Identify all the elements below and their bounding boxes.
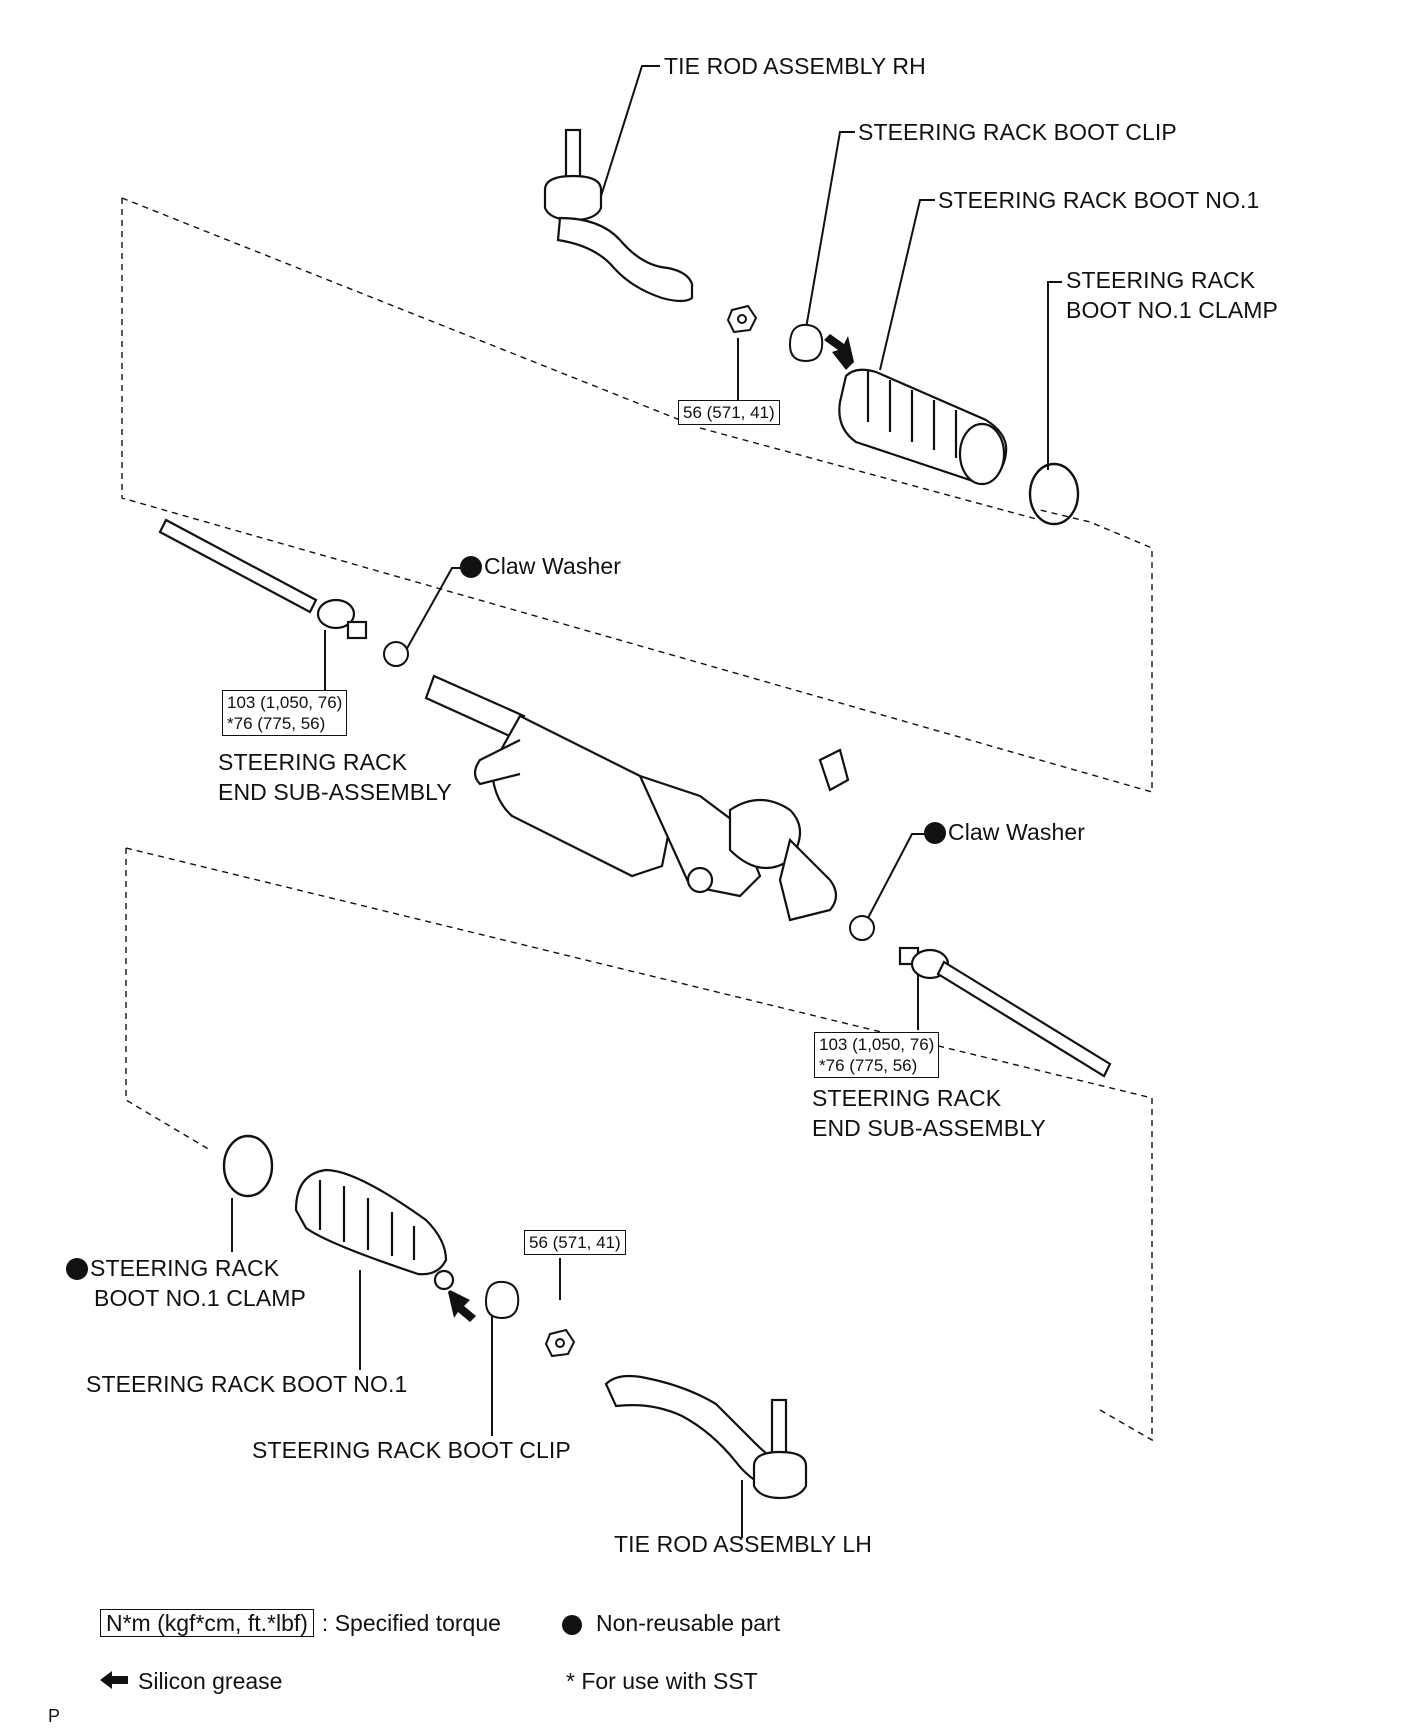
nut-top-icon [726,304,758,334]
label-boot-clamp-bottom-1: STEERING RACK [66,1254,279,1283]
tie-rod-rh-icon [543,128,694,303]
torque-rack-end-right-line2: *76 (775, 56) [819,1056,918,1075]
label-boot-clamp-bottom-2: BOOT NO.1 CLAMP [94,1285,306,1311]
torque-rack-end-left: 103 (1,050, 76) *76 (775, 56) [222,690,348,736]
torque-nut-bottom: 56 (571, 41) [524,1230,626,1255]
rack-end-left-icon [158,518,368,640]
label-boot-clip-top: STEERING RACK BOOT CLIP [858,119,1177,145]
rack-end-right-icon [898,946,1112,1078]
torque-rack-end-left-line2: *76 (775, 56) [227,714,326,733]
label-claw-washer-left: Claw Washer [460,552,621,581]
boot-clamp-top-icon [1028,462,1080,526]
claw-washer-right-text: Claw Washer [948,819,1085,845]
boot-top-icon [838,368,1008,486]
label-tie-rod-lh: TIE ROD ASSEMBLY LH [614,1531,872,1557]
claw-washer-left-icon [383,641,409,667]
torque-rack-end-left-line1: 103 (1,050, 76) [227,693,343,712]
nut-bottom-icon [544,1328,576,1358]
legend-torque-text: : Specified torque [321,1610,501,1636]
claw-washer-right-icon [849,915,875,941]
leader-lines [231,65,1062,1538]
label-boot-top: STEERING RACK BOOT NO.1 [938,187,1260,213]
legend-nonreusable-text: Non-reusable part [596,1610,781,1636]
legend-sst: * For use with SST [566,1668,758,1694]
non-reusable-dot-icon [66,1258,88,1280]
boot-clamp-bottom-text: STEERING RACK [90,1255,280,1281]
boot-clip-bottom-icon [484,1280,520,1320]
label-boot-clamp-top-1: STEERING RACK [1066,267,1256,293]
page-mark: P [48,1706,61,1726]
tie-rod-lh-icon [604,1374,808,1500]
label-boot-bottom: STEERING RACK BOOT NO.1 [86,1371,408,1397]
label-rack-end-left-2: END SUB-ASSEMBLY [218,779,452,805]
dashed-assembly-guides [121,197,1153,1442]
non-reusable-dot-icon [562,1615,582,1635]
boot-bottom-icon [294,1168,455,1291]
label-rack-end-right-2: END SUB-ASSEMBLY [812,1115,1046,1141]
torque-nut-top: 56 (571, 41) [678,400,780,425]
legend-grease: Silicon grease [100,1666,282,1696]
label-boot-clamp-top-2: BOOT NO.1 CLAMP [1066,297,1278,323]
grease-arrow-top-icon [824,334,854,370]
boot-clamp-bottom-icon [222,1134,274,1198]
grease-arrow-icon [100,1666,128,1696]
legend-grease-text: Silicon grease [138,1668,283,1694]
torque-rack-end-right-line1: 103 (1,050, 76) [819,1035,935,1054]
non-reusable-dot-icon [924,822,946,844]
label-tie-rod-rh: TIE ROD ASSEMBLY RH [664,53,926,79]
grease-arrow-bottom-icon [448,1290,476,1322]
label-rack-end-right-1: STEERING RACK [812,1085,1002,1111]
claw-washer-left-text: Claw Washer [484,553,621,579]
torque-rack-end-right: 103 (1,050, 76) *76 (775, 56) [814,1032,940,1078]
label-claw-washer-right: Claw Washer [924,818,1085,847]
label-boot-clip-bottom: STEERING RACK BOOT CLIP [252,1437,571,1463]
steering-gear-housing-icon [424,674,850,922]
non-reusable-dot-icon [460,556,482,578]
label-rack-end-left-1: STEERING RACK [218,749,408,775]
boot-clip-top-icon [788,323,824,363]
legend-torque-box: N*m (kgf*cm, ft.*lbf) [100,1609,314,1637]
legend-nonreusable: Non-reusable part [562,1608,780,1638]
legend-torque: N*m (kgf*cm, ft.*lbf) : Specified torque [100,1608,501,1638]
